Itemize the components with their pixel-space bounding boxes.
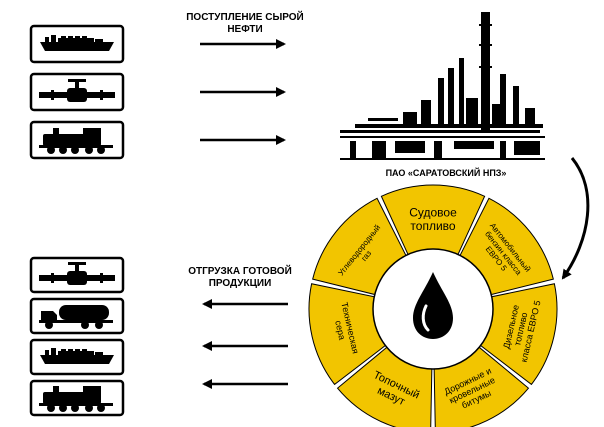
outgoing-title-line1: ОТГРУЗКА ГОТОВОЙ [188, 264, 292, 277]
refinery-name: ПАО «САРАТОВСКИЙ НПЗ» [386, 167, 507, 178]
product-label-line: топливо [410, 219, 455, 233]
outgoing-title-line2: ПРОДУКЦИИ [209, 278, 272, 289]
refinery-plant-icon [340, 12, 545, 160]
outgoing-destination-train [29, 379, 125, 417]
outgoing-destination-pipeline [29, 256, 125, 294]
incoming-title-line2: НЕФТИ [227, 24, 262, 35]
outgoing-destination-truck [29, 297, 125, 335]
curved-arrow-icon [561, 157, 590, 280]
outgoing-destination-ship [29, 338, 125, 376]
incoming-source-ship [29, 24, 125, 64]
incoming-source-train [29, 120, 125, 160]
incoming-title-line1: ПОСТУПЛЕНИЕ СЫРОЙ [186, 10, 304, 23]
oil-drop-highlight [421, 304, 430, 332]
product-label-line: Судовое [409, 206, 457, 220]
product-label-line: сера [333, 320, 347, 341]
incoming-source-pipeline [29, 72, 125, 112]
